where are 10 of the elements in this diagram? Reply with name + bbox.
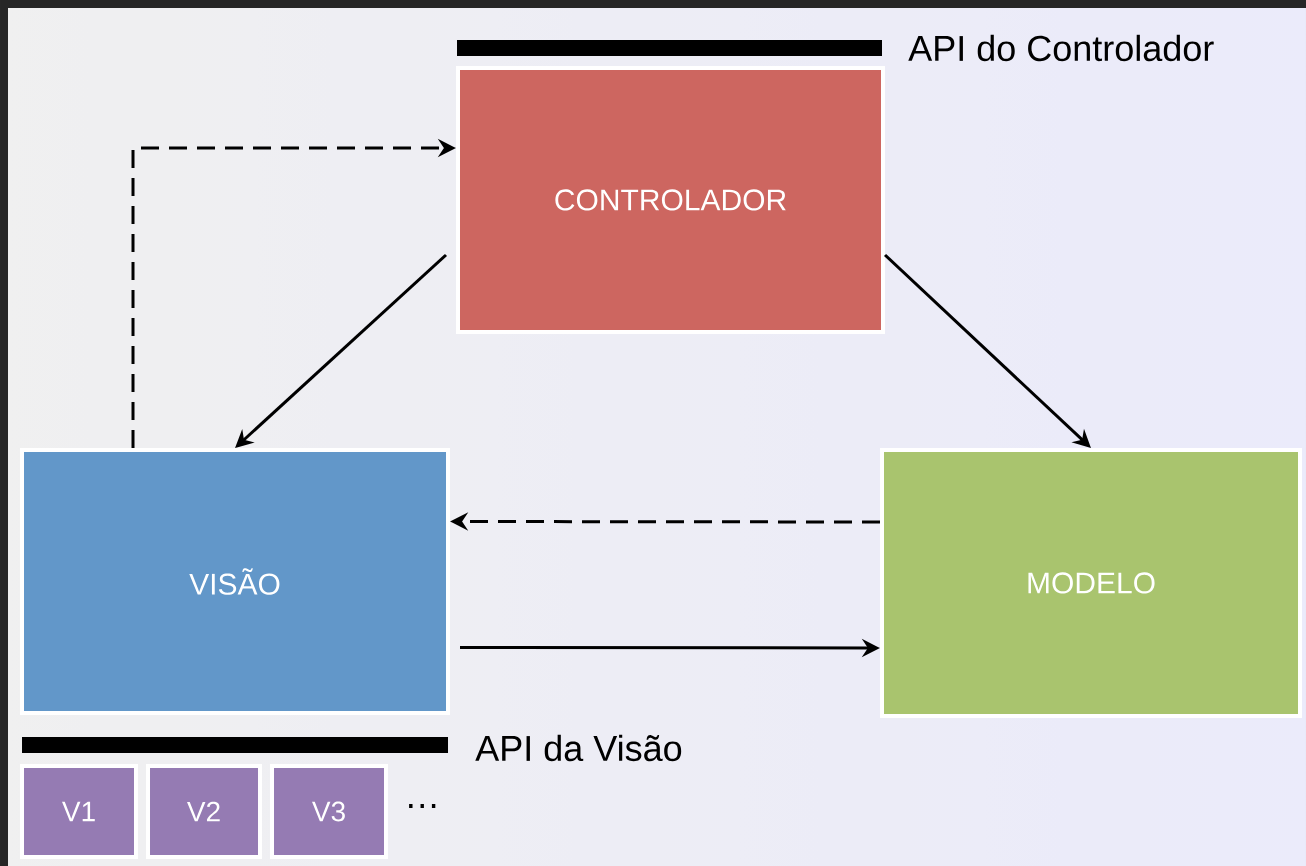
component-box: CONTROLADOR <box>456 66 885 334</box>
ellipsis: … <box>409 804 436 808</box>
component-box: MODELO <box>880 448 1302 718</box>
api-label: API do Controlador <box>908 34 1214 62</box>
api-label: API da Visão <box>475 734 682 762</box>
view-box: V3 <box>270 764 388 859</box>
component-box: VISÃO <box>20 448 450 715</box>
view-box: V1 <box>20 764 138 859</box>
arrow <box>884 253 1091 448</box>
view-box: V2 <box>146 764 262 859</box>
